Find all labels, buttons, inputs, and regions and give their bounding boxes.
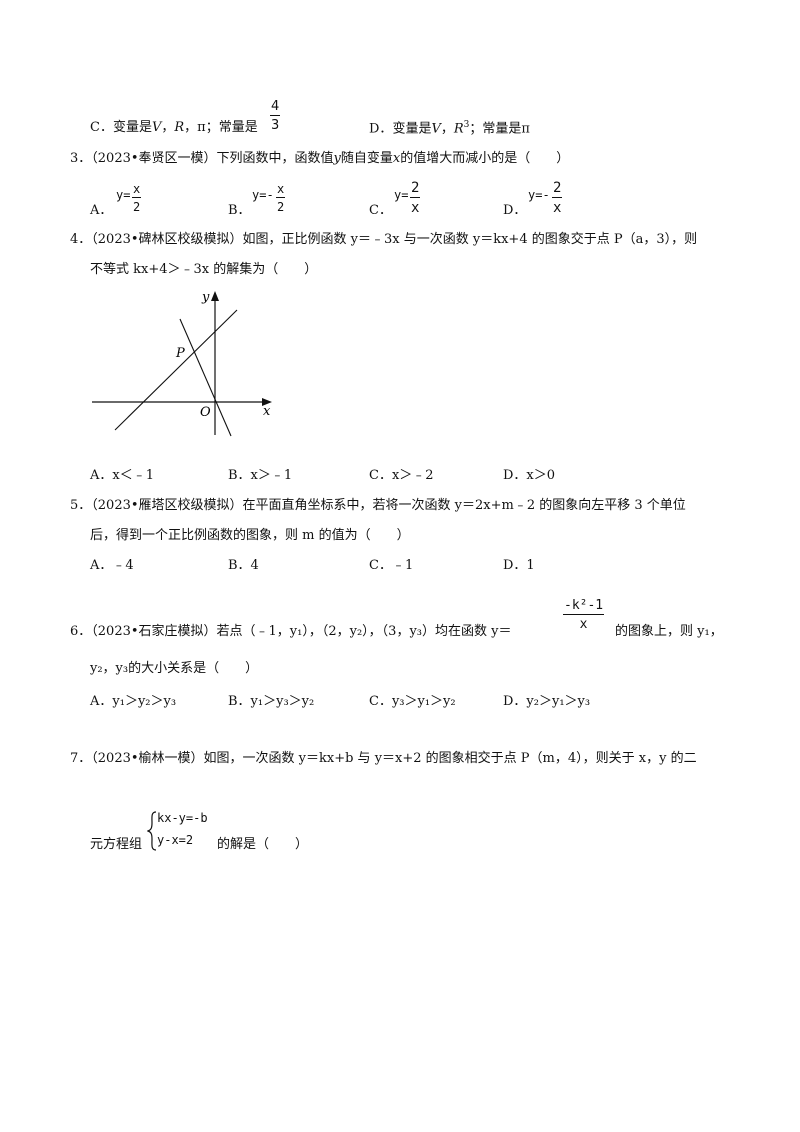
q5-option-a: A．﹣4 bbox=[90, 558, 134, 573]
q5-option-c: C．﹣1 bbox=[369, 558, 414, 573]
q3-option-b-label: B． bbox=[228, 203, 251, 218]
y-axis-arrow bbox=[211, 291, 219, 301]
q3-option-b-lhs: y=- bbox=[252, 188, 274, 202]
q5-stem-line2: 后，得到一个正比例函数的图象，则 m 的值为（ ） bbox=[90, 528, 410, 543]
q3-option-a-lhs: y= bbox=[116, 188, 131, 202]
origin-label: O bbox=[200, 405, 211, 420]
q2-c-fraction: 4 3 bbox=[270, 99, 281, 133]
q5-option-d: D．1 bbox=[503, 558, 535, 573]
q3-option-d-label: D． bbox=[503, 203, 527, 218]
q5-stem-line1: 5．（2023•雁塔区校级模拟）在平面直角坐标系中，若将一次函数 y＝2x+m﹣… bbox=[70, 498, 686, 513]
q6-stem-line2: y₂，y₃的大小关系是（ ） bbox=[90, 661, 259, 676]
x-axis-arrow bbox=[262, 398, 272, 406]
q4-graph: y x P O bbox=[92, 290, 272, 437]
q2-option-c: C．变量是V，R，π；常量是 bbox=[90, 120, 258, 135]
q4-stem-line2: 不等式 kx+4＞﹣3x 的解集为（ ） bbox=[90, 262, 318, 277]
q3-option-d-lhs: y=- bbox=[528, 188, 550, 202]
q3-stem: 3．（2023•奉贤区一模）下列函数中，函数值y随自变量x的值增大而减小的是（ … bbox=[70, 151, 570, 166]
q3-option-a-label: A． bbox=[90, 203, 113, 218]
q4-stem-line1: 4．（2023•碑林区校级模拟）如图，正比例函数 y＝﹣3x 与一次函数 y＝k… bbox=[70, 232, 698, 247]
q7-system-brace bbox=[147, 811, 157, 851]
q3-option-c-lhs: y= bbox=[394, 188, 409, 202]
line-y-neg-3x bbox=[179, 318, 232, 437]
q7-stem-line1: 7．（2023•榆林一模）如图，一次函数 y＝kx+b 与 y＝x+2 的图象相… bbox=[70, 751, 697, 766]
q7-stem-pre: 元方程组 bbox=[90, 837, 143, 852]
q6-option-b: B．y₁＞y₃＞y₂ bbox=[228, 694, 315, 709]
line-y-kx-plus-4 bbox=[114, 309, 238, 431]
q6-stem-line1-end: 的图象上，则 y₁， bbox=[615, 624, 723, 639]
q4-option-d: D．x＞0 bbox=[503, 468, 556, 483]
q6-option-a: A．y₁＞y₂＞y₃ bbox=[90, 694, 177, 709]
y-axis-label: y bbox=[201, 290, 210, 305]
point-p-label: P bbox=[175, 346, 185, 361]
q6-option-c: C．y₃＞y₁＞y₂ bbox=[369, 694, 456, 709]
q4-option-a: A．x＜﹣1 bbox=[90, 468, 154, 483]
q6-option-d: D．y₂＞y₁＞y₃ bbox=[503, 694, 591, 709]
x-axis-label: x bbox=[263, 404, 271, 419]
q4-option-b: B．x＞﹣1 bbox=[228, 468, 293, 483]
q6-stem-line1: 6．（2023•石家庄模拟）若点（﹣1，y₁），（2，y₂），（3，y₃）均在函… bbox=[70, 624, 512, 639]
q4-option-c: C．x＞﹣2 bbox=[369, 468, 434, 483]
q5-option-b: B．4 bbox=[228, 558, 259, 573]
q3-option-c-label: C． bbox=[369, 203, 392, 218]
q7-stem-post: 的解是（ ） bbox=[217, 837, 309, 852]
q7-equation-1: kx-y=-b bbox=[157, 811, 208, 825]
q7-equation-2: y-x=2 bbox=[157, 833, 194, 847]
q2-option-d: D．变量是V，R3；常量是π bbox=[369, 120, 530, 137]
